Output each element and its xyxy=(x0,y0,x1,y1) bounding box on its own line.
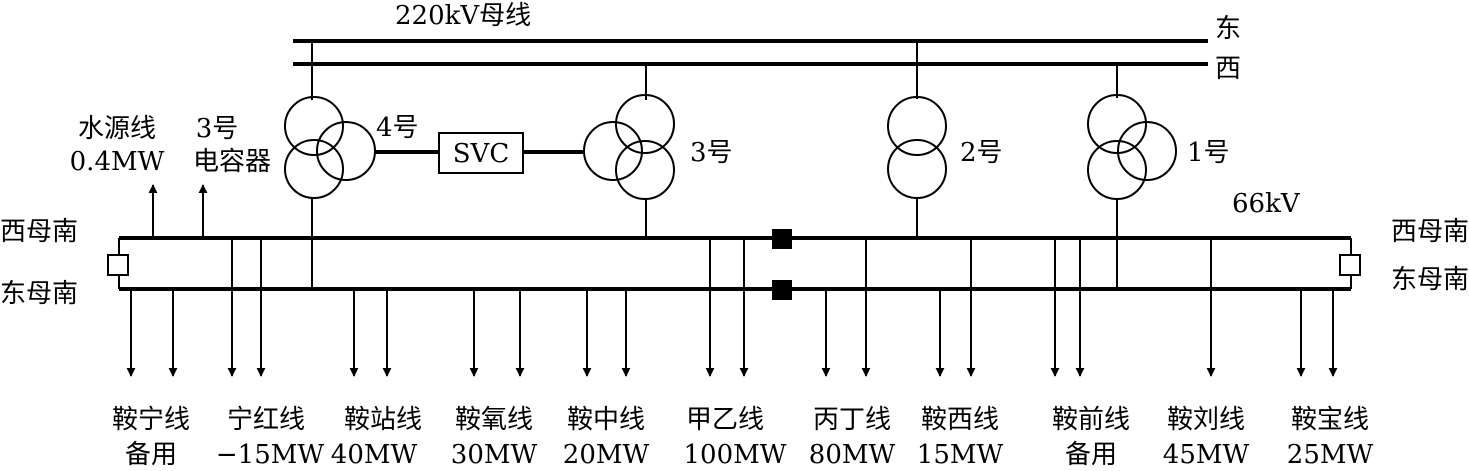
feeder-value: 备用 xyxy=(125,440,177,470)
bus-66kv-west-right-label: 西母南 xyxy=(1391,217,1469,247)
bus-section-breaker-west xyxy=(772,229,792,249)
bus-220kv xyxy=(293,39,1208,66)
bus-tie-breaker-right xyxy=(1339,254,1361,276)
transformer-220kv-taps xyxy=(311,41,1118,100)
feeder-value: 100MW xyxy=(684,440,787,470)
feeder-value: 备用 xyxy=(1065,440,1117,470)
feeder-value: 40MW xyxy=(331,440,418,470)
transformer-4 xyxy=(284,96,376,199)
transformer-1-label: 1号 xyxy=(1187,138,1230,168)
feeder-name: 鞍刘线 xyxy=(1167,405,1245,435)
feeder-value: −15MW xyxy=(216,440,324,470)
bus-section-breaker-east xyxy=(772,280,792,300)
feeder-value: 20MW xyxy=(563,440,650,470)
feeder-value: 25MW xyxy=(1287,440,1374,470)
feeder-value: 45MW xyxy=(1163,440,1250,470)
bus-66kv-west-left-label: 西母南 xyxy=(0,217,78,247)
feeder-value: 30MW xyxy=(451,440,538,470)
transformer-4-label: 4号 xyxy=(376,113,419,143)
bus-66kv-east-left-label: 东母南 xyxy=(0,279,78,309)
bus-220kv-title: 220kV母线 xyxy=(395,1,531,31)
top-feeder-name: 3号 xyxy=(196,114,239,144)
feeder-name: 鞍西线 xyxy=(921,405,999,435)
feeder-labels: 鞍宁线 备用 宁红线 −15MW 鞍站线 40MW 鞍氧线 30MW 鞍中线 2… xyxy=(112,405,1373,470)
top-feeder-value: 电容器 xyxy=(193,147,271,177)
transformer-3-label: 3号 xyxy=(690,138,733,168)
top-feeder-name: 水源线 xyxy=(78,114,156,144)
feeder-arrows xyxy=(126,238,1338,377)
feeder-value: 80MW xyxy=(809,440,896,470)
bus-66kv-ties xyxy=(118,238,1352,289)
transformer-2 xyxy=(887,96,947,199)
svc-label: SVC xyxy=(453,139,509,169)
bus-66kv xyxy=(119,236,1351,291)
bus-220kv-east-label: 东 xyxy=(1215,14,1241,44)
feeder-name: 鞍宁线 xyxy=(112,405,190,435)
transformer-1 xyxy=(1087,94,1177,200)
feeder-name: 鞍宝线 xyxy=(1291,405,1369,435)
feeder-name: 丙丁线 xyxy=(813,405,891,435)
top-feeder-arrows xyxy=(148,184,208,238)
bus-tie-breaker-left xyxy=(107,254,129,276)
bus-220kv-west-label: 西 xyxy=(1215,54,1241,84)
feeder-name: 鞍中线 xyxy=(567,405,645,435)
feeder-value: 15MW xyxy=(917,440,1004,470)
feeder-name: 鞍氧线 xyxy=(455,405,533,435)
feeder-name: 鞍前线 xyxy=(1052,405,1130,435)
bus-66kv-voltage-label: 66kV xyxy=(1232,189,1301,219)
feeder-name: 宁红线 xyxy=(227,405,305,435)
transformer-66kv-taps xyxy=(311,198,1118,289)
top-feeder-value: 0.4MW xyxy=(70,147,165,177)
transformer-2-label: 2号 xyxy=(960,138,1003,168)
transformer-3 xyxy=(583,94,675,200)
feeder-name: 鞍站线 xyxy=(344,405,422,435)
bus-66kv-east-right-label: 东母南 xyxy=(1391,265,1469,295)
feeder-name: 甲乙线 xyxy=(686,405,764,435)
